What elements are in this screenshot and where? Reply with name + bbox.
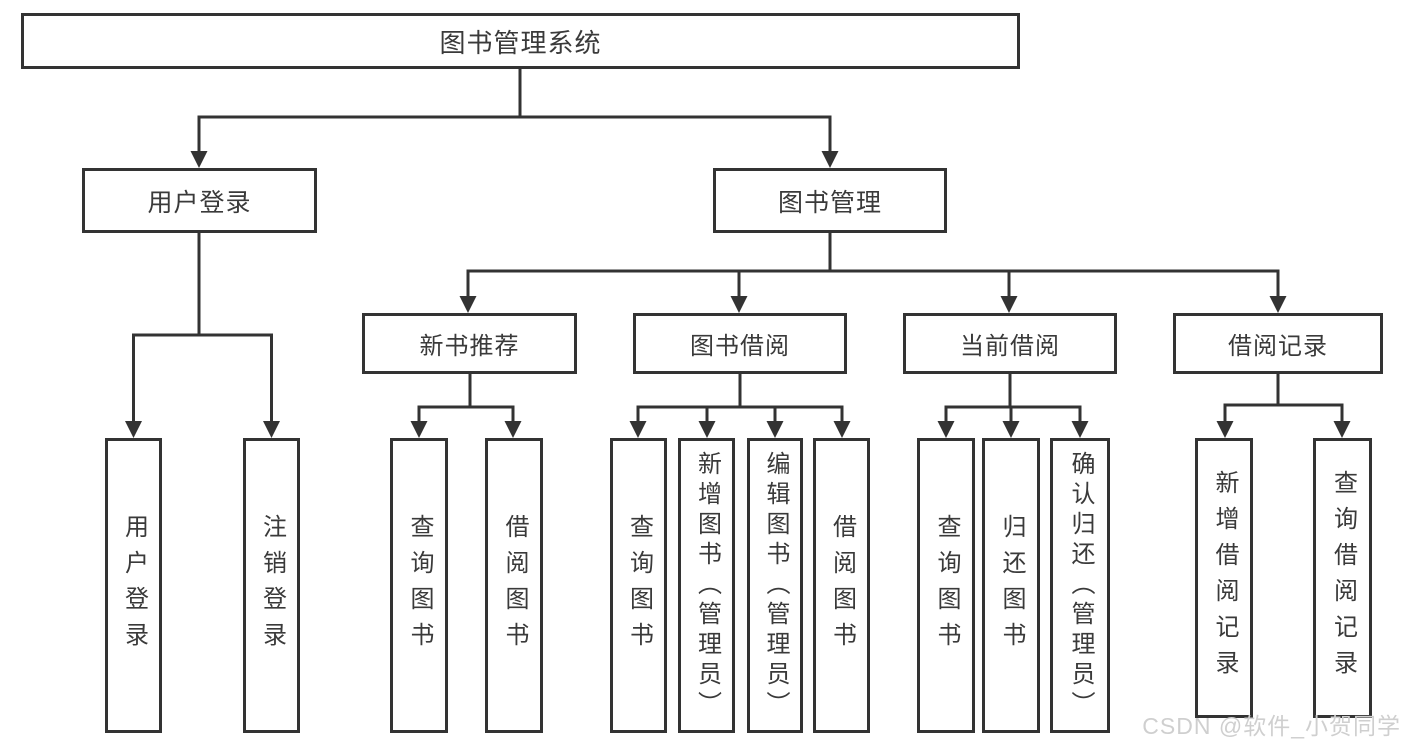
node-book-borrow: 图书借阅 — [633, 313, 847, 374]
node-label: 图书借阅 — [690, 333, 790, 360]
node-label: 编辑图书（管理员） — [762, 450, 789, 721]
node-label: 当前借阅 — [960, 333, 1060, 360]
branch-user-login-arrowheads — [125, 421, 280, 438]
leaf-edit-book-admin: 编辑图书（管理员） — [747, 438, 803, 733]
branch-book-mgmt-arrowheads — [459, 296, 1287, 313]
node-book-management: 图书管理 — [713, 168, 947, 233]
node-label: 确认归还（管理员） — [1067, 450, 1094, 721]
node-label: 用户登录 — [120, 513, 148, 658]
node-label: 查询图书 — [625, 513, 653, 658]
branch-book-borrow-arrowheads — [629, 421, 851, 438]
node-borrow-records: 借阅记录 — [1173, 313, 1383, 374]
branch-book-borrow — [636, 374, 844, 423]
node-label: 借阅记录 — [1228, 333, 1328, 360]
leaf-confirm-return-admin: 确认归还（管理员） — [1050, 438, 1110, 733]
branch-borrow-records — [1223, 374, 1344, 423]
node-label: 用户登录 — [147, 188, 252, 217]
branch-root-arrowheads — [190, 151, 839, 168]
node-label: 借阅图书 — [828, 513, 856, 658]
node-current-borrow: 当前借阅 — [903, 313, 1117, 374]
leaf-add-book-admin: 新增图书（管理员） — [678, 438, 735, 733]
leaf-query-book-borrow: 查询图书 — [610, 438, 667, 733]
leaf-logout: 注销登录 — [243, 438, 300, 733]
leaf-user-login: 用户登录 — [105, 438, 162, 733]
leaf-return-book: 归还图书 — [982, 438, 1040, 733]
branch-new-book-arrowheads — [410, 421, 522, 438]
leaf-query-book-current: 查询图书 — [917, 438, 975, 733]
branch-current-borrow-arrowheads — [937, 421, 1089, 438]
node-label: 归还图书 — [998, 513, 1025, 658]
leaf-add-borrow-record: 新增借阅记录 — [1195, 438, 1253, 718]
leaf-query-borrow-record: 查询借阅记录 — [1313, 438, 1372, 718]
leaf-query-book-recommend: 查询图书 — [390, 438, 448, 733]
node-label: 图书管理系统 — [439, 27, 602, 58]
csdn-watermark: CSDN @软件_小贺同学 — [1142, 713, 1401, 739]
leaf-borrow-book: 借阅图书 — [813, 438, 870, 733]
leaf-borrow-book-recommend: 借阅图书 — [485, 438, 543, 733]
node-label: 新增借阅记录 — [1211, 470, 1238, 686]
node-label: 新书推荐 — [419, 333, 520, 360]
node-label: 查询图书 — [933, 513, 960, 658]
branch-borrow-records-arrowheads — [1216, 421, 1351, 438]
branch-root — [197, 69, 832, 152]
branch-book-mgmt — [466, 233, 1280, 297]
node-label: 新增图书（管理员） — [693, 450, 721, 721]
branch-user-login — [132, 233, 273, 422]
node-label: 查询借阅记录 — [1329, 470, 1357, 686]
branch-current-borrow — [944, 374, 1082, 423]
node-label: 查询图书 — [406, 513, 433, 658]
node-user-login: 用户登录 — [82, 168, 317, 233]
node-new-book-recommend: 新书推荐 — [362, 313, 577, 374]
node-label: 借阅图书 — [501, 513, 528, 658]
node-system-root: 图书管理系统 — [21, 13, 1020, 69]
node-label: 图书管理 — [777, 188, 882, 217]
branch-new-book — [417, 374, 515, 423]
node-label: 注销登录 — [258, 513, 286, 658]
